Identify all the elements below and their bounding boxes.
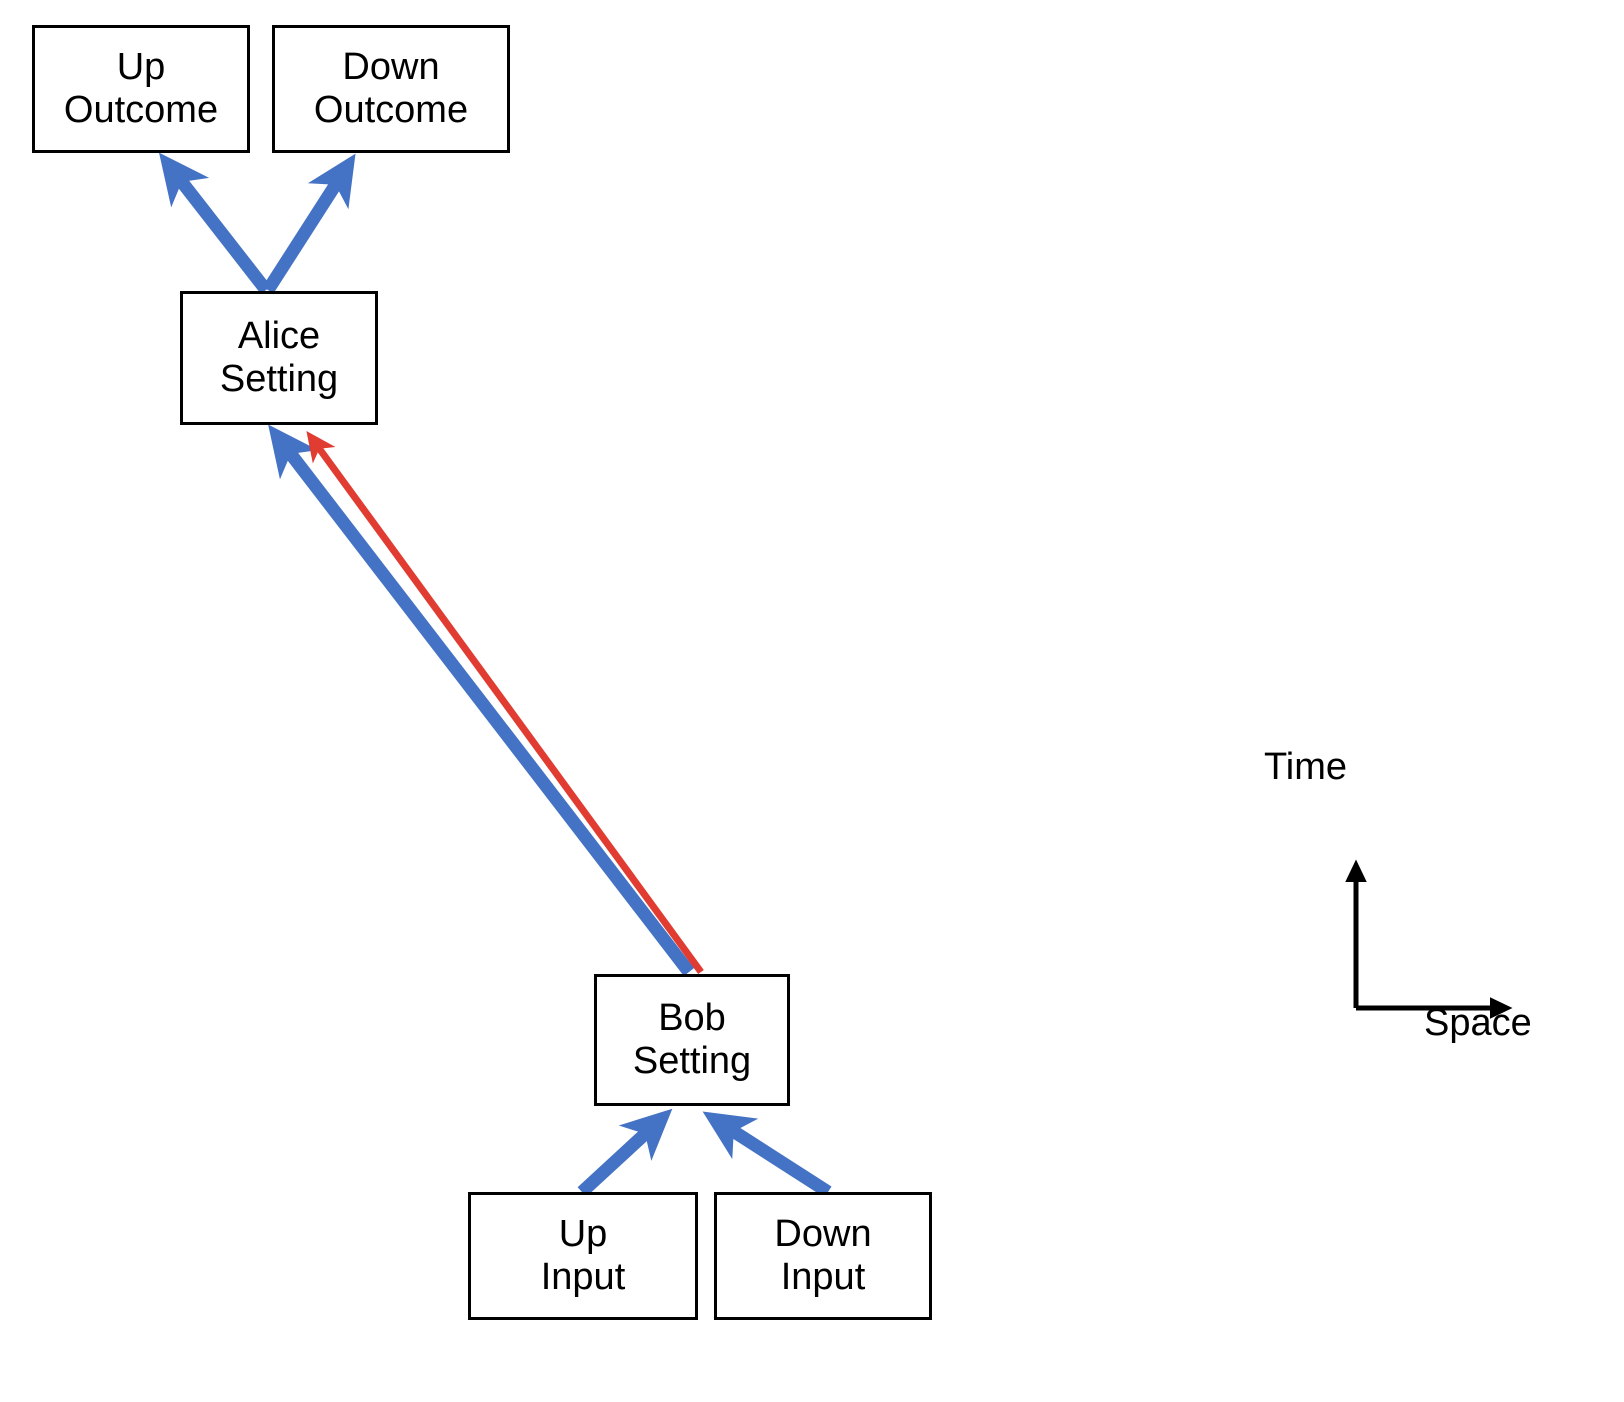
node-up-outcome-line2: Outcome <box>63 89 219 131</box>
node-up-input-line1: Up <box>558 1213 608 1256</box>
edge-down-input-to-bob <box>702 1111 832 1198</box>
node-down-outcome-line2: Outcome <box>313 89 469 131</box>
node-bob-setting-line1: Bob <box>658 997 726 1040</box>
node-up-input[interactable]: Up Input <box>468 1192 698 1320</box>
node-bob-setting[interactable]: Bob Setting <box>594 974 790 1106</box>
node-down-input-line1: Down <box>774 1213 872 1256</box>
node-alice-setting-line1: Alice <box>237 315 321 358</box>
node-bob-setting-line2: Setting <box>632 1040 752 1082</box>
edge-alice-to-down-outcome <box>262 153 356 294</box>
edge-up-input-to-bob <box>577 1108 673 1197</box>
node-up-input-line2: Input <box>540 1256 626 1298</box>
node-down-outcome-line1: Down <box>342 46 440 89</box>
edge-alice-to-up-outcome <box>159 152 272 294</box>
node-down-input[interactable]: Down Input <box>714 1192 932 1320</box>
node-down-outcome[interactable]: Down Outcome <box>272 25 510 153</box>
node-up-outcome[interactable]: Up Outcome <box>32 25 250 153</box>
node-alice-setting[interactable]: Alice Setting <box>180 291 378 425</box>
edge-bob-to-alice-blue <box>268 424 695 976</box>
node-down-input-line2: Input <box>780 1256 866 1298</box>
node-up-outcome-line1: Up <box>116 46 166 89</box>
space-axis-label: Space <box>1424 1002 1532 1044</box>
time-axis-label: Time <box>1264 746 1348 788</box>
node-alice-setting-line2: Setting <box>219 358 339 400</box>
edge-bob-to-alice-red <box>306 430 704 975</box>
